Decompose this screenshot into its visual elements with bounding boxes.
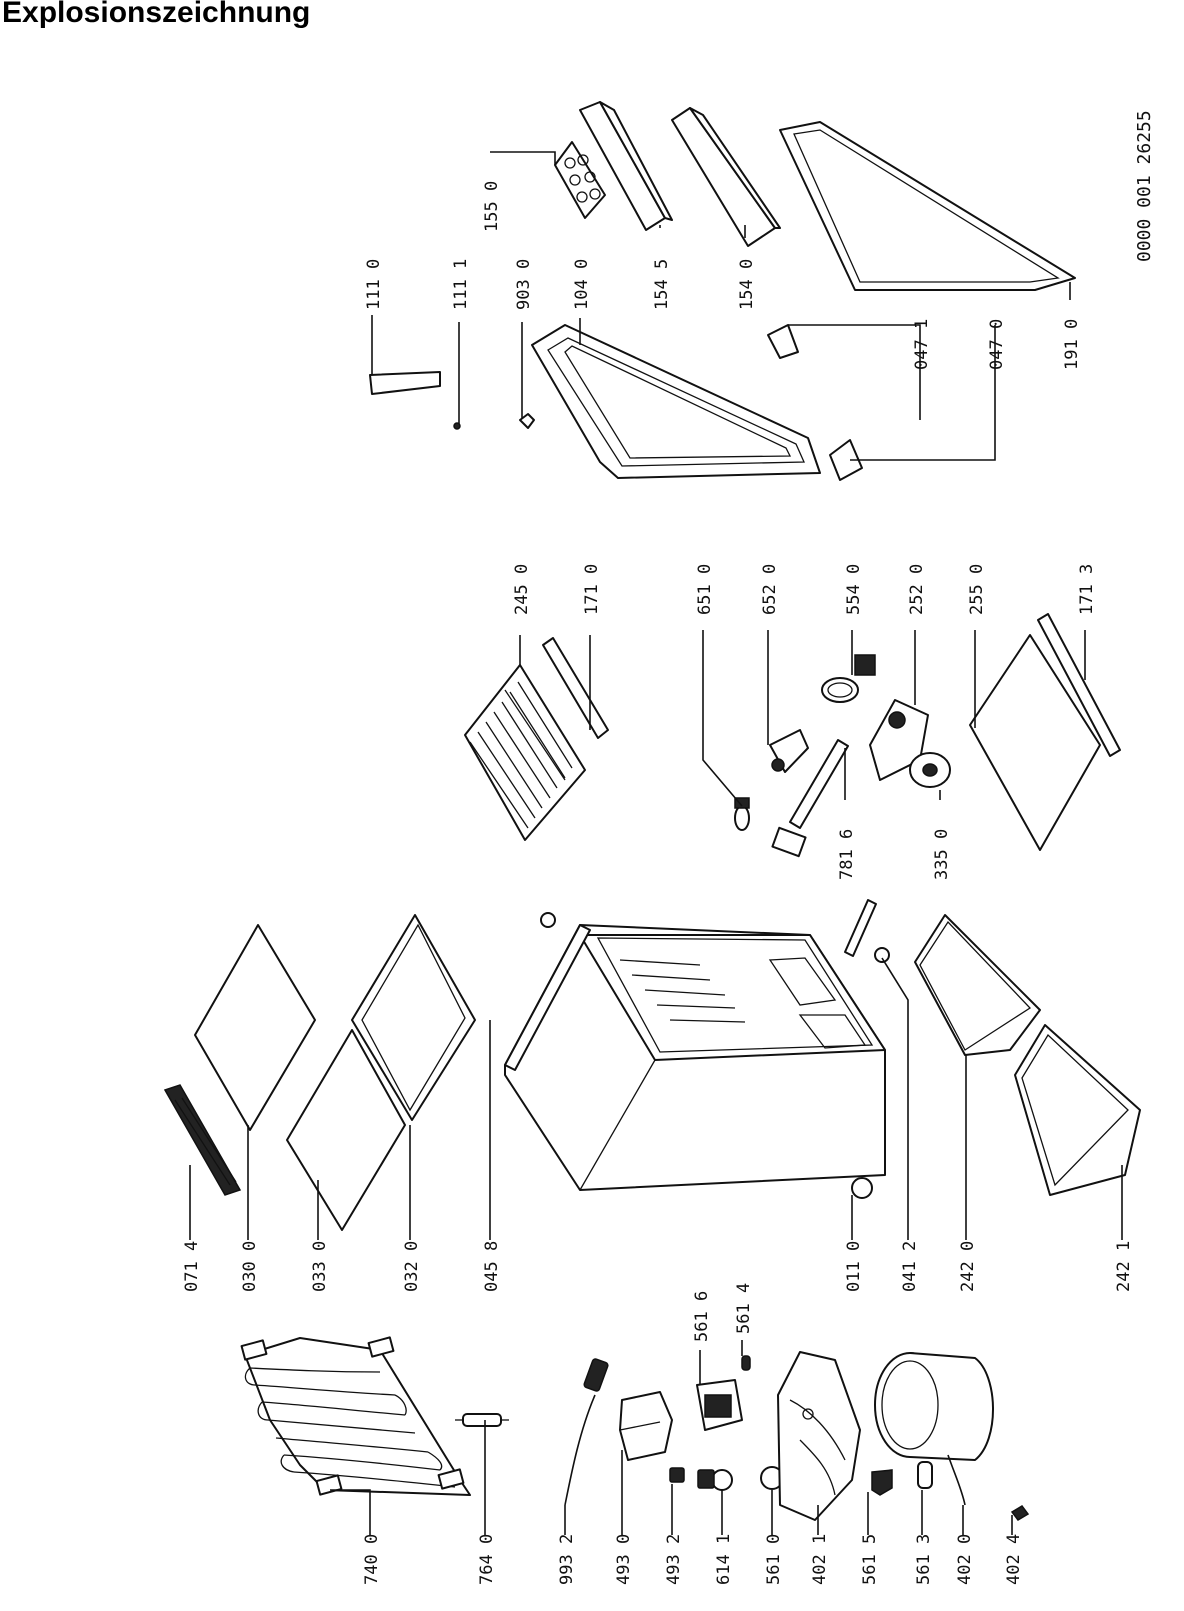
label-071-4: 071 4 <box>182 1241 202 1292</box>
label-252-0: 252 0 <box>907 564 927 615</box>
label-255-0: 255 0 <box>967 564 987 615</box>
label-993-2: 993 2 <box>557 1534 577 1585</box>
label-030-0: 030 0 <box>240 1241 260 1292</box>
label-335-0: 335 0 <box>932 829 952 880</box>
lamp-holder-part <box>769 729 809 773</box>
sensor-cable-part <box>564 1358 609 1506</box>
hinge-bracket-part <box>844 899 877 957</box>
hinge-cover-2-part <box>829 439 863 481</box>
lamp-cover-part <box>619 1391 673 1461</box>
crisper-drawer-part <box>914 914 1041 1056</box>
connector-part <box>741 1355 751 1371</box>
label-154-0: 154 0 <box>737 259 757 310</box>
label-561-4: 561 4 <box>734 1283 754 1334</box>
label-154-5: 154 5 <box>652 259 672 310</box>
door-bracket-part <box>369 371 441 395</box>
wire-shelf-part <box>464 664 586 841</box>
door-part <box>531 324 821 479</box>
compressor-part <box>874 1352 994 1506</box>
label-614-1: 614 1 <box>714 1534 734 1585</box>
screw-part-2 <box>874 947 890 963</box>
condenser-coil-part <box>240 1336 471 1496</box>
label-402-0: 402 0 <box>955 1534 975 1585</box>
label-104-0: 104 0 <box>572 259 592 310</box>
label-561-0: 561 0 <box>764 1534 784 1585</box>
label-561-6: 561 6 <box>692 1291 712 1342</box>
fan-ring-part <box>821 654 876 703</box>
relay-part <box>696 1379 743 1431</box>
label-033-0: 033 0 <box>310 1241 330 1292</box>
clip-part <box>669 1467 685 1483</box>
glass-plate-part <box>969 634 1101 851</box>
thermostat-part <box>697 1469 733 1491</box>
shelf-trim-part <box>542 637 609 739</box>
light-rod-part <box>771 739 849 858</box>
part-labels: 740 0 764 0 993 2 493 0 493 2 614 1 561 … <box>182 110 1155 1585</box>
label-032-0: 032 0 <box>402 1241 422 1292</box>
door-shelf-upper-part <box>579 101 673 231</box>
leader-lines <box>189 151 1123 1535</box>
egg-tray-part <box>554 141 606 219</box>
label-651-0: 651 0 <box>695 564 715 615</box>
label-111-1: 111 1 <box>451 259 471 310</box>
label-191-0: 191 0 <box>1062 319 1082 370</box>
label-781-6: 781 6 <box>837 829 857 880</box>
reference-number: 0000 001 26255 <box>1134 110 1155 262</box>
label-171-0: 171 0 <box>582 564 602 615</box>
label-047-1: 047 1 <box>912 319 932 370</box>
cap-part <box>909 752 951 788</box>
top-plate-part <box>194 924 316 1131</box>
lamp-part <box>734 797 750 831</box>
label-493-0: 493 0 <box>614 1534 634 1585</box>
label-111-0: 111 0 <box>364 259 384 310</box>
clamp-part <box>1010 1505 1030 1521</box>
crisper-drawer-2-part <box>1014 1024 1141 1196</box>
label-011-0: 011 0 <box>844 1241 864 1292</box>
small-screw-part <box>453 422 461 430</box>
label-402-1: 402 1 <box>810 1534 830 1585</box>
door-stop-part <box>519 413 535 429</box>
ventilation-grille-part <box>163 1084 242 1196</box>
label-903-0: 903 0 <box>514 259 534 310</box>
label-561-5: 561 5 <box>860 1534 880 1585</box>
label-242-1: 242 1 <box>1114 1241 1134 1292</box>
label-245-0: 245 0 <box>512 564 532 615</box>
label-764-0: 764 0 <box>477 1534 497 1585</box>
label-402-4: 402 4 <box>1004 1534 1024 1585</box>
screw-part <box>540 912 556 928</box>
grommet-part <box>917 1461 933 1489</box>
label-561-3: 561 3 <box>914 1534 934 1585</box>
label-242-0: 242 0 <box>958 1241 978 1292</box>
glass-shelf-part <box>286 1029 406 1231</box>
foot-part <box>851 1177 873 1199</box>
plate-trim-part <box>1037 613 1121 757</box>
label-047-0: 047 0 <box>987 319 1007 370</box>
cabinet-part <box>504 924 886 1191</box>
hinge-cover-part <box>767 324 799 359</box>
label-155-0: 155 0 <box>482 181 502 232</box>
label-740-0: 740 0 <box>362 1534 382 1585</box>
label-171-3: 171 3 <box>1077 564 1097 615</box>
bracket-part <box>871 1469 893 1496</box>
label-493-2: 493 2 <box>664 1534 684 1585</box>
drier-part <box>455 1413 509 1427</box>
label-652-0: 652 0 <box>760 564 780 615</box>
door-shelf-lower-part <box>671 107 781 247</box>
compressor-base-part <box>777 1351 861 1521</box>
label-554-0: 554 0 <box>844 564 864 615</box>
label-045-8: 045 8 <box>482 1241 502 1292</box>
shelf-frame-part <box>351 914 476 1121</box>
label-041-2: 041 2 <box>900 1241 920 1292</box>
door-gasket-part <box>779 121 1076 291</box>
page-title: Explosionszeichnung <box>2 0 311 29</box>
